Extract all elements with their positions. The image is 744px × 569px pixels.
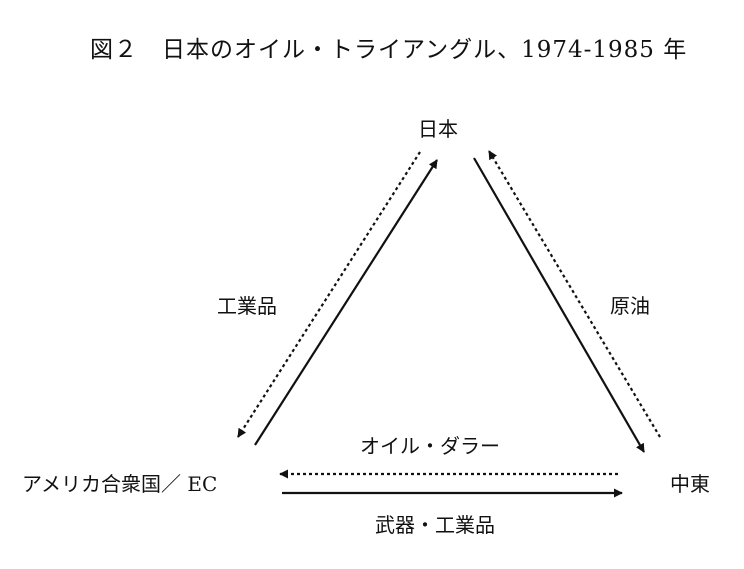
arrow-japan-to-mideast-solid xyxy=(473,157,645,453)
arrow-usa-to-japan-solid xyxy=(254,159,438,446)
arrow-mideast-to-japan-dotted xyxy=(488,150,661,438)
node-middle-east: 中東 xyxy=(670,472,710,496)
node-usa-ec: アメリカ合衆国／ EC xyxy=(22,472,218,496)
figure-title: 図２ 日本のオイル・トライアングル、1974-1985 年 xyxy=(90,37,688,63)
arrow-japan-to-usa-dotted xyxy=(237,151,421,438)
label-crude-oil: 原油 xyxy=(610,294,650,318)
node-japan: 日本 xyxy=(418,117,458,141)
label-arms-industrial-goods: 武器・工業品 xyxy=(375,513,495,537)
label-industrial-goods: 工業品 xyxy=(217,294,277,318)
label-oil-dollars: オイル・ダラー xyxy=(360,434,500,458)
